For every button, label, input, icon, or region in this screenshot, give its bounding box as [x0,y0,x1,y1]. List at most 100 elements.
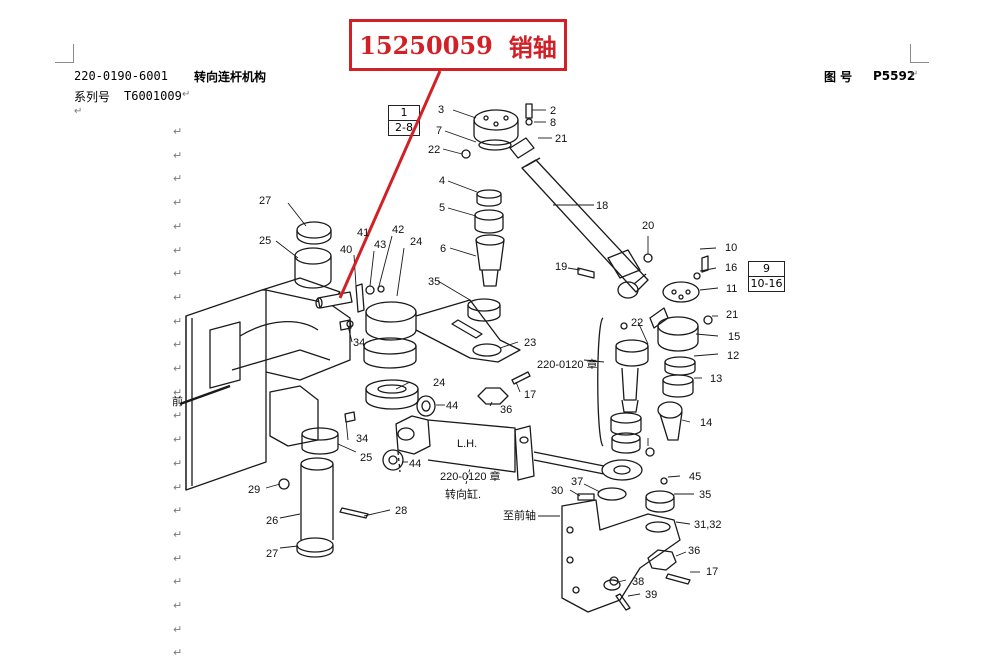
bushing-25-lower [301,427,339,441]
paragraph-mark: ↵ [173,599,183,612]
paragraph-mark: ↵ [173,125,183,138]
annotation-ref-upper: 220-0120 章 [537,357,598,371]
housing-group [615,339,649,353]
bolt-33-upper [339,319,352,331]
fitting-21 [509,137,535,159]
label-28: 28 [395,505,407,517]
label-19: 19 [555,261,567,273]
figure-number: P5592 [873,69,916,83]
fitting-20 [643,253,653,263]
bearing-5 [474,209,504,221]
seal-24-lower [365,379,419,399]
callout-part-name: 销轴 [508,32,557,62]
label-7: 7 [436,125,442,137]
housing-7 [478,139,512,151]
paragraph-mark: ↵ [173,575,183,589]
paragraph-mark: ↵ [173,362,183,375]
label-31-32: 31,32 [694,519,722,531]
bearing-13 [662,374,694,386]
kingpin-26 [300,457,334,471]
figure-label: 图 号 [824,70,853,84]
annotation-steering-cyl: 转向缸. [445,487,481,501]
label-5: 5 [439,202,445,214]
nut-8 [525,118,533,126]
ref-box-9-top: 9 [749,262,784,277]
paragraph-mark: ↵ [173,456,183,470]
fitting-44 [660,477,668,485]
label-23: 23 [524,337,536,349]
page-corner-top-left [55,44,74,63]
cap-27-upper [296,221,332,239]
document-title: 转向连杆机构 [194,70,267,84]
label-10: 10 [725,242,737,254]
paragraph-mark: ↵ [173,148,183,162]
label-43-top: 44 [446,400,458,412]
label-2: 2 [550,105,556,117]
cap-11 [662,281,700,303]
label-16: 16 [725,262,737,274]
bolt-10 [701,255,709,273]
paragraph-mark: ↵ [173,243,183,257]
grease-22 [461,149,471,159]
seal-4 [476,189,502,199]
steering-cylinder [395,415,643,481]
label-37: 38 [632,576,644,588]
bolt-2 [525,103,533,119]
paragraph-mark: ↵ [173,527,183,541]
label-33-top: 34 [353,337,365,349]
part-labels: 3 2 8 7 21 22 4 18 5 20 6 19 27 25 41 42… [248,104,740,601]
label-38: 39 [645,589,657,601]
label-24-bot: 24 [433,377,445,389]
para-mark-header: ↵ [910,69,919,80]
label-21-top: 21 [555,133,567,145]
annotation-lh: L.H. [457,438,477,450]
paragraph-mark: ↵ [173,646,183,660]
bolt-30 [577,493,595,501]
bracket-31-32 [561,499,681,613]
ball-stud-6 [475,234,505,246]
ball-stud-14 [657,401,683,419]
paragraph-mark: ↵ [173,622,183,636]
label-22-right: 22 [631,317,643,329]
page-corner-top-right [910,44,929,63]
series-number: T6001009 [124,89,182,103]
label-17-top: 17 [524,389,536,401]
cotter-pin-17-upper [511,371,531,385]
label-22-top: 22 [428,144,440,156]
seal-34-right [645,490,675,504]
seal-12 [664,356,696,368]
annotation-ref-lower: 220-0120 章 [440,469,501,483]
series-label: 系列号 [74,90,111,104]
annotation-to-front-axle: 至前轴 [503,508,536,522]
label-21-right: 21 [726,309,738,321]
part-callout-box: 15250059 销轴 [349,19,567,71]
label-43-bot: 44 [409,458,421,470]
label-36: 37 [571,476,583,488]
label-18: 18 [596,200,608,212]
clip-39 [355,283,365,313]
label-35-bot: 36 [688,545,700,557]
label-14: 14 [700,417,712,429]
pin-38 [615,593,631,611]
label-26: 26 [266,515,278,527]
label-41: 42 [392,224,404,236]
cotter-pin-17-lower [665,573,691,585]
label-25-top: 25 [259,235,271,247]
seal-36 [597,487,627,501]
label-30: 30 [551,485,563,497]
label-34-right: 35 [699,489,711,501]
callout-leader [338,70,442,299]
paragraph-mark: ↵ [173,480,183,494]
ref-box-1-bottom: 2-8 [395,121,413,134]
fitting-21-right [649,307,669,329]
paragraph-mark: ↵ [173,196,183,210]
paragraph-mark: ↵ [173,290,183,304]
nut-16 [693,272,701,280]
label-3: 3 [438,104,444,116]
group-bracket [597,317,604,447]
label-4: 4 [439,175,445,187]
castle-nut-35-upper [477,387,509,405]
cap-3 [473,109,519,131]
label-27-bot: 27 [266,548,278,560]
